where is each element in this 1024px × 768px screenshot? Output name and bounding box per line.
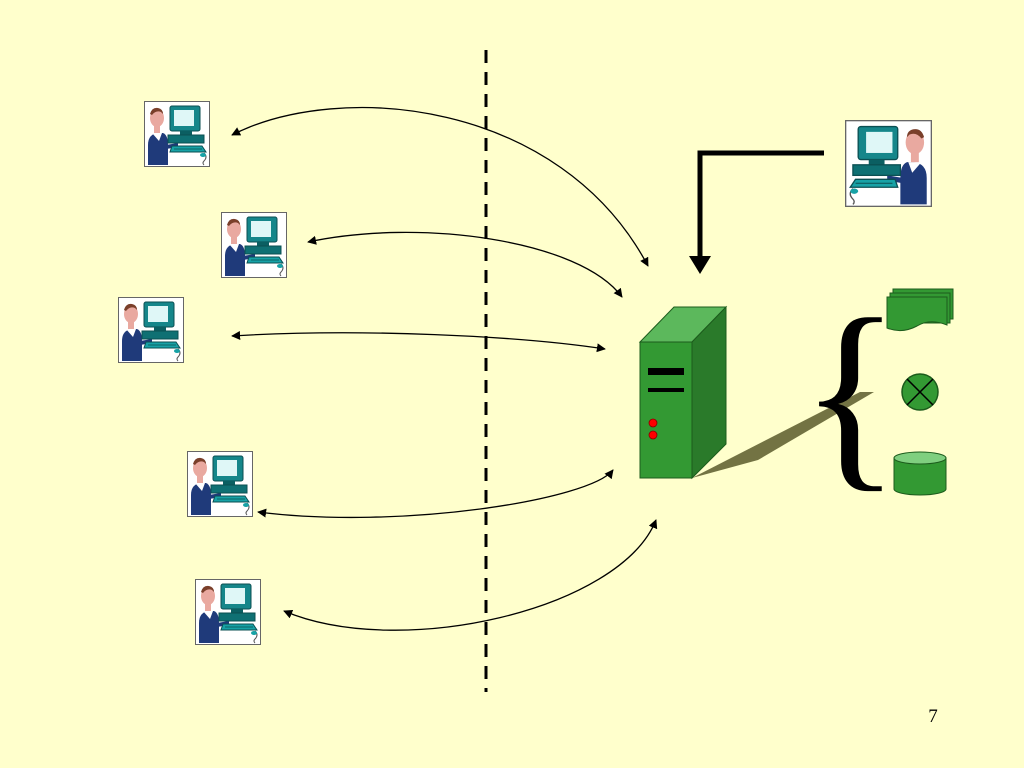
administrator-user-at-computer-icon [845,120,932,207]
client-2-user-at-computer-icon [221,212,287,278]
arrow-client-5-server [283,519,658,631]
arrow-admin-server [697,150,824,262]
server-tower-icon [638,305,874,480]
client-3-user-at-computer-icon [118,297,184,363]
arrow-admin-server-head [689,256,711,274]
client-4-user-at-computer-icon [187,451,253,517]
process-circle-icon [901,373,939,411]
arrow-client-1-server [231,106,649,267]
page-number: 7 [928,706,938,727]
client-1-user-at-computer-icon [144,101,210,167]
client-5-user-at-computer-icon [195,579,261,645]
arrow-client-3-server [231,331,606,353]
arrow-client-4-server [257,469,614,519]
database-cylinder-icon [893,451,947,496]
document-stack-icon [886,288,954,332]
resources-brace: { [800,277,901,509]
arrow-client-2-server [307,231,623,298]
